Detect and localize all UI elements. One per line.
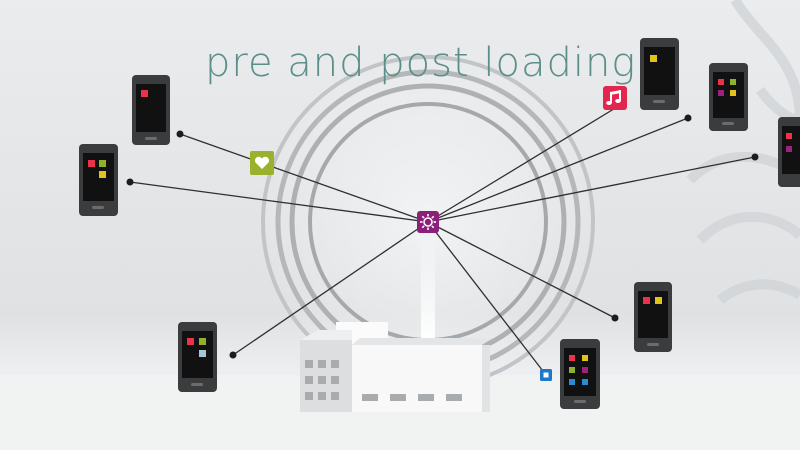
heart-badge <box>250 151 274 175</box>
phone-5[interactable] <box>709 63 748 131</box>
phone-2[interactable] <box>79 144 118 216</box>
music-note-icon <box>606 90 621 105</box>
phone-4[interactable] <box>640 38 679 110</box>
app-icon <box>543 372 549 378</box>
page-title: pre and post loading <box>205 40 637 86</box>
heart-icon <box>254 156 270 169</box>
phone-8[interactable] <box>560 339 600 409</box>
gear-icon <box>420 214 436 230</box>
antenna-mast <box>421 232 435 342</box>
connection-lines <box>129 103 756 376</box>
phone-7[interactable] <box>634 282 672 352</box>
hub-badge <box>417 211 439 233</box>
phone-3[interactable] <box>178 322 217 392</box>
small-badge <box>540 369 552 381</box>
factory-building <box>300 322 492 412</box>
music-badge <box>603 86 627 110</box>
phone-6[interactable] <box>778 117 800 187</box>
phone-1[interactable] <box>132 75 170 145</box>
line-endpoints <box>126 114 759 359</box>
